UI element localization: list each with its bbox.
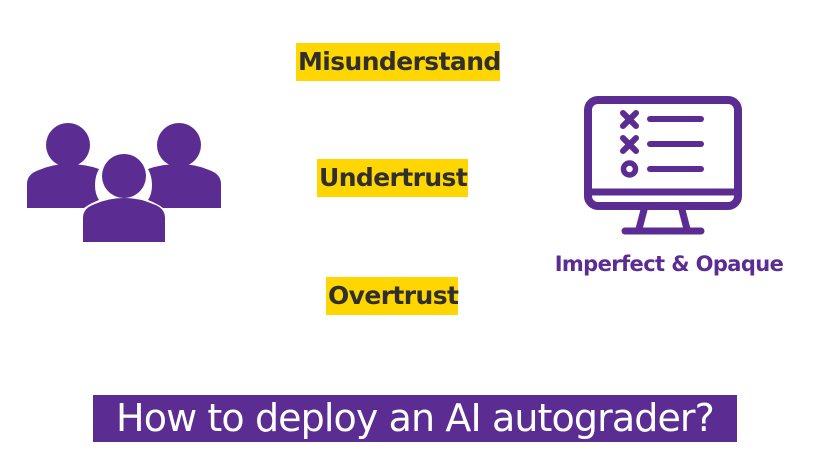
monitor-stand-left [635,202,649,233]
person-left-head [46,123,90,167]
person-center-head [102,154,146,198]
monitor-screen-frame [584,96,742,210]
person-left-body [27,164,99,208]
person-right-body [148,164,221,208]
monitor-stand-right [677,202,691,233]
monitor-checklist-icon [584,96,742,235]
person-center-body [83,198,165,242]
circle-mark-icon [620,160,639,178]
title-banner: How to deploy an AI autograder? [93,395,737,442]
people-group-icon [27,123,221,242]
x-mark-icon [620,110,639,129]
person-right-head [157,123,201,167]
ai-caption: Imperfect & Opaque [554,252,784,276]
title-text: How to deploy an AI autograder? [116,396,715,440]
concern-undertrust: Undertrust [317,159,468,197]
concern-misunderstand: Misunderstand [296,43,501,81]
x-mark-icon [620,135,639,154]
concern-overtrust: Overtrust [326,277,459,315]
